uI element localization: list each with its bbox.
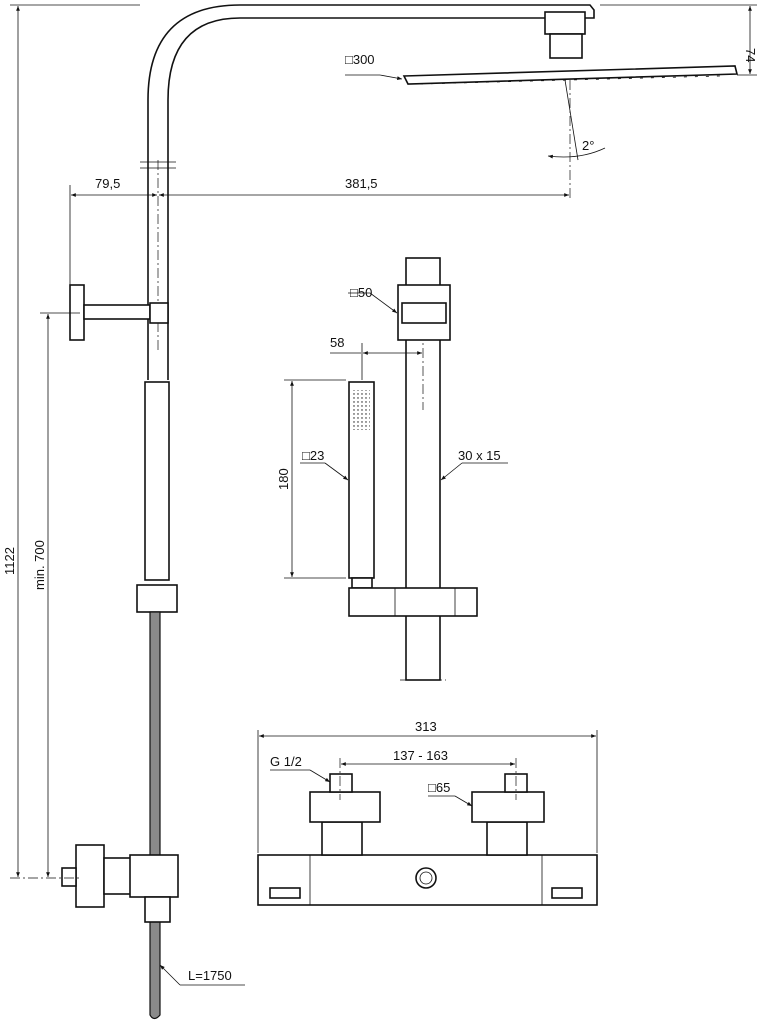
thermostatic-mixer-front-view	[257, 730, 598, 906]
tilt-label: 2°	[582, 138, 594, 153]
hand-offset-label: 58	[330, 335, 344, 350]
head-height-label: 74	[743, 48, 757, 62]
shower-column-side-view	[61, 4, 739, 1020]
thread-label: G 1/2	[270, 754, 302, 769]
inlet-spacing-label: 137 - 163	[393, 748, 448, 763]
dimension-lines	[10, 4, 757, 986]
total-height-label: 1122	[2, 547, 17, 575]
hand-shower-detail	[284, 257, 508, 681]
wall-offset-label: 79,5	[95, 176, 120, 191]
valve-size-label: □65	[428, 780, 450, 795]
arm-reach-label: 381,5	[345, 176, 378, 191]
hand-length-label: 180	[276, 468, 291, 490]
temperature-button	[415, 867, 437, 889]
min-height-label: min. 700	[32, 540, 47, 590]
bracket-size-label: □50	[350, 285, 372, 300]
dimension-labels: □300 74 2° 79,5 381,5 1122 min. 700 □50 …	[2, 48, 757, 983]
bar-section-label: 30 x 15	[458, 448, 501, 463]
mixer-width-label: 313	[415, 719, 437, 734]
head-size-label: □300	[345, 52, 375, 67]
hand-size-label: □23	[302, 448, 324, 463]
spray-nozzles	[353, 390, 370, 430]
hose-length-label: L=1750	[188, 968, 232, 983]
